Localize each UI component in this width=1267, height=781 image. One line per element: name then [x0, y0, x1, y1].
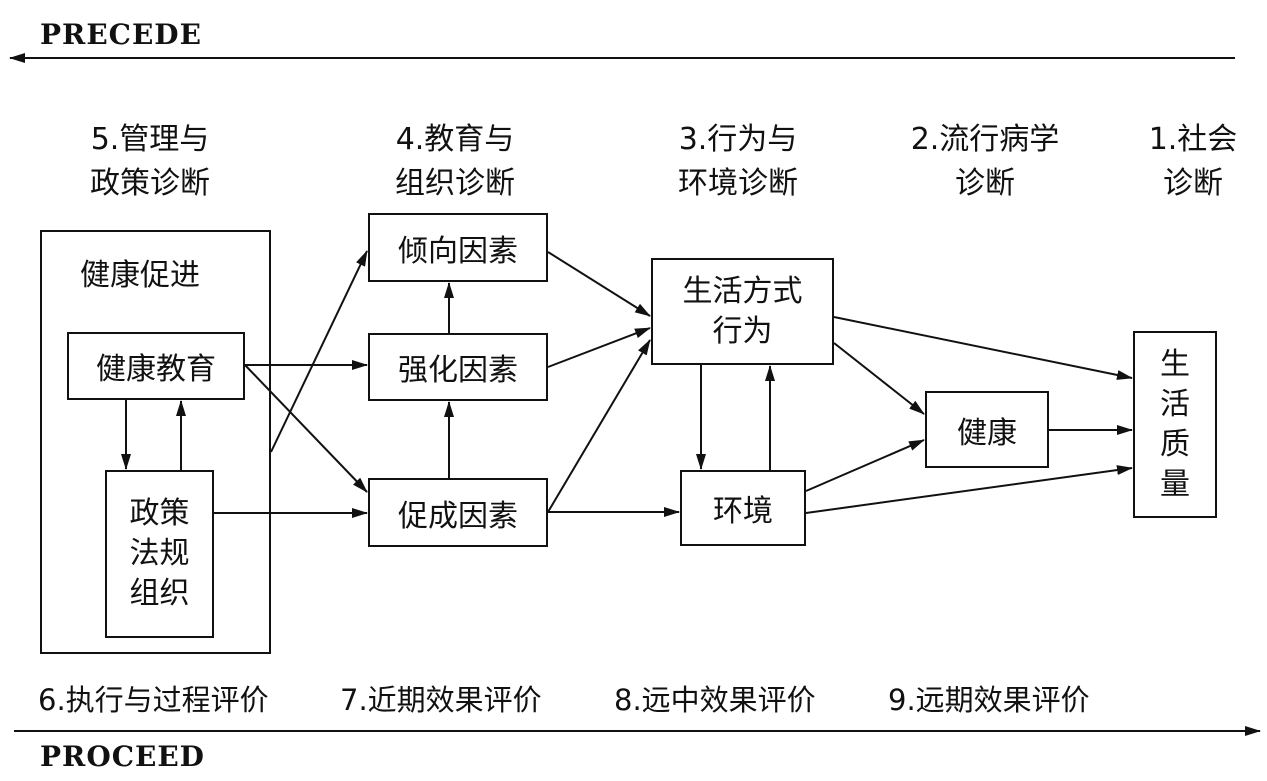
- phase-4-line1: 4.教育与: [395, 122, 515, 157]
- proceed-label: PROCEED: [40, 740, 205, 773]
- arrow-environment-to-health: [805, 439, 925, 492]
- evaluation-6: 6.执行与过程评价: [38, 683, 269, 717]
- lifestyle-label: 生活方式 行为: [682, 273, 803, 349]
- phase-5-line2: 政策诊断: [90, 166, 210, 201]
- quality-of-life-label: 生 活 质 量: [1160, 346, 1190, 502]
- policy-regulation-organization-box: 政策 法规 组织: [105, 470, 214, 638]
- quality-of-life-box: 生 活 质 量: [1133, 331, 1217, 518]
- phase-1-line2: 诊断: [1163, 166, 1223, 201]
- reinforcing-label: 强化因素: [398, 353, 518, 388]
- evaluation-7: 7.近期效果评价: [340, 683, 542, 717]
- phase-2-line2: 诊断: [955, 166, 1015, 201]
- arrow-environment-to-quality: [805, 465, 1133, 514]
- lifestyle-behavior-box: 生活方式 行为: [651, 258, 834, 365]
- phase-header-4: 4.教育与 组织诊断: [395, 118, 515, 206]
- arrow-lifestyle-to-health: [833, 342, 925, 415]
- phase-header-1: 1.社会 诊断: [1149, 118, 1238, 206]
- health-education-label: 健康教育: [96, 352, 216, 387]
- health-education-box: 健康教育: [67, 332, 245, 400]
- phase-2-line1: 2.流行病学: [910, 122, 1060, 157]
- arrow-reinforcing-to-lifestyle: [547, 327, 651, 368]
- environment-box: 环境: [680, 470, 806, 546]
- phase-4-line2: 组织诊断: [395, 166, 515, 201]
- arrow-lifestyle-to-quality: [833, 316, 1133, 380]
- precede-label: PRECEDE: [40, 18, 202, 51]
- arrow-education-to-enabling: [244, 364, 368, 493]
- predisposing-label: 倾向因素: [398, 233, 518, 269]
- evaluation-8: 8.远中效果评价: [614, 683, 816, 717]
- evaluation-9: 9.远期效果评价: [888, 683, 1090, 717]
- health-promotion-label: 健康促进: [80, 258, 200, 293]
- predisposing-factors-box: 倾向因素: [368, 213, 548, 282]
- policy-label: 政策 法规 组织: [129, 496, 190, 611]
- enabling-label: 促成因素: [398, 498, 518, 534]
- phase-3-line2: 环境诊断: [678, 166, 798, 201]
- arrow-policy-to-predisposing: [270, 250, 368, 453]
- phase-5-line1: 5.管理与: [90, 122, 210, 157]
- environment-label: 环境: [713, 494, 773, 529]
- phase-header-5: 5.管理与 政策诊断: [90, 118, 210, 206]
- arrow-predisposing-to-lifestyle: [547, 251, 651, 317]
- enabling-factors-box: 促成因素: [368, 478, 548, 547]
- reinforcing-factors-box: 强化因素: [368, 333, 548, 401]
- health-label: 健康: [957, 415, 1017, 451]
- phase-header-2: 2.流行病学 诊断: [911, 118, 1060, 206]
- arrow-enabling-to-lifestyle: [547, 339, 651, 513]
- phase-1-line1: 1.社会: [1148, 122, 1238, 157]
- phase-3-line1: 3.行为与: [678, 122, 798, 157]
- phase-header-3: 3.行为与 环境诊断: [678, 118, 798, 206]
- health-box: 健康: [925, 391, 1049, 468]
